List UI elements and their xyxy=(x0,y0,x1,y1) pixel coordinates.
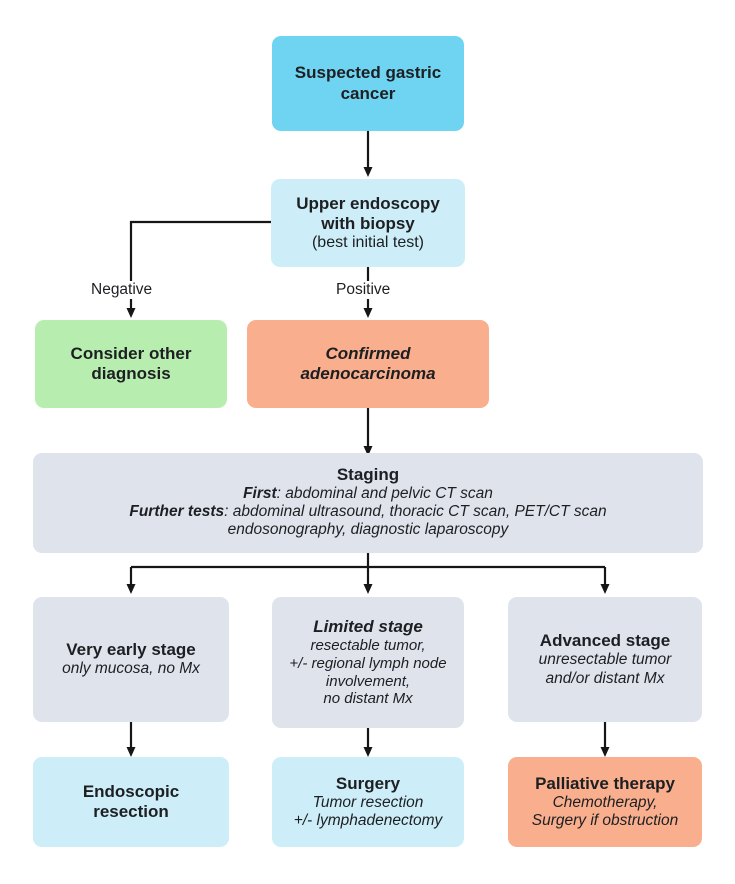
node-consider-line2: diagnosis xyxy=(91,364,171,383)
node-endoscopic-resection-line1: Endoscopic xyxy=(82,781,180,801)
node-staging-further-label: Further tests xyxy=(129,502,225,520)
node-staging-further-text: : abdominal ultrasound, thoracic CT scan… xyxy=(224,502,607,520)
node-very-early-line2: only mucosa, no Mx xyxy=(62,660,200,678)
node-surgery-line2: Tumor resection xyxy=(312,793,424,811)
node-surgery[interactable]: Surgery Tumor resection +/- lymphadenect… xyxy=(272,757,464,847)
node-staging-first-label: First xyxy=(243,484,277,502)
node-limited-line3: +/- regional lymph node xyxy=(289,654,447,672)
node-endoscopy-line2: with biopsy xyxy=(321,213,415,233)
edge-label-negative: Negative xyxy=(88,281,156,299)
node-suspected-line1: Suspected gastric xyxy=(294,63,442,83)
node-staging-title: Staging xyxy=(336,464,400,484)
node-limited-line4: involvement, xyxy=(325,672,411,690)
node-confirmed-line1: Confirmed xyxy=(325,343,411,363)
node-palliative-line1: Palliative therapy xyxy=(535,773,675,793)
node-limited-line5: no distant Mx xyxy=(323,690,413,708)
node-staging-further: Further tests: abdominal ultrasound, tho… xyxy=(41,503,695,521)
node-endoscopic-resection-line2: resection xyxy=(93,802,169,821)
edge-label-positive: Positive xyxy=(333,281,394,299)
node-advanced-line3: and/or distant Mx xyxy=(545,669,665,687)
node-upper-endoscopy[interactable]: Upper endoscopy with biopsy (best initia… xyxy=(271,179,465,267)
node-surgery-line3: +/- lymphadenectomy xyxy=(293,812,443,830)
node-advanced-line2: unresectable tumor xyxy=(538,651,672,669)
node-limited-line1: Limited stage xyxy=(313,617,423,637)
node-limited-line2: resectable tumor, xyxy=(310,637,426,655)
node-advanced-line1: Advanced stage xyxy=(539,631,671,651)
node-suspected-gastric-cancer[interactable]: Suspected gastric cancer xyxy=(272,36,464,131)
node-confirmed-line2: adenocarcinoma xyxy=(300,364,436,383)
node-suspected-line2: cancer xyxy=(340,83,396,103)
node-palliative-line2: Chemotherapy, xyxy=(552,793,658,811)
node-limited-stage[interactable]: Limited stage resectable tumor, +/- regi… xyxy=(272,597,464,728)
node-palliative-line3: Surgery if obstruction xyxy=(531,812,679,830)
node-surgery-line1: Surgery xyxy=(335,773,401,793)
node-very-early-line1: Very early stage xyxy=(66,640,196,660)
node-advanced-stage[interactable]: Advanced stage unresectable tumor and/or… xyxy=(508,597,702,722)
node-palliative-therapy[interactable]: Palliative therapy Chemotherapy, Surgery… xyxy=(508,757,702,847)
node-endoscopy-line1: Upper endoscopy xyxy=(296,193,440,213)
node-endoscopic-resection[interactable]: Endoscopic resection xyxy=(33,757,229,847)
node-very-early-stage[interactable]: Very early stage only mucosa, no Mx xyxy=(33,597,229,722)
node-staging-further2: endosonography, diagnostic laparoscopy xyxy=(227,521,509,539)
node-staging-first: First: abdominal and pelvic CT scan xyxy=(41,485,695,503)
node-endoscopy-line3: (best initial test) xyxy=(311,233,425,251)
node-consider-other-diagnosis[interactable]: Consider other diagnosis xyxy=(35,320,227,408)
node-staging-first-text: : abdominal and pelvic CT scan xyxy=(276,484,493,502)
node-confirmed-adenocarcinoma[interactable]: Confirmed adenocarcinoma xyxy=(247,320,489,408)
node-staging[interactable]: Staging First: abdominal and pelvic CT s… xyxy=(33,453,703,553)
node-consider-line1: Consider other xyxy=(70,343,192,363)
